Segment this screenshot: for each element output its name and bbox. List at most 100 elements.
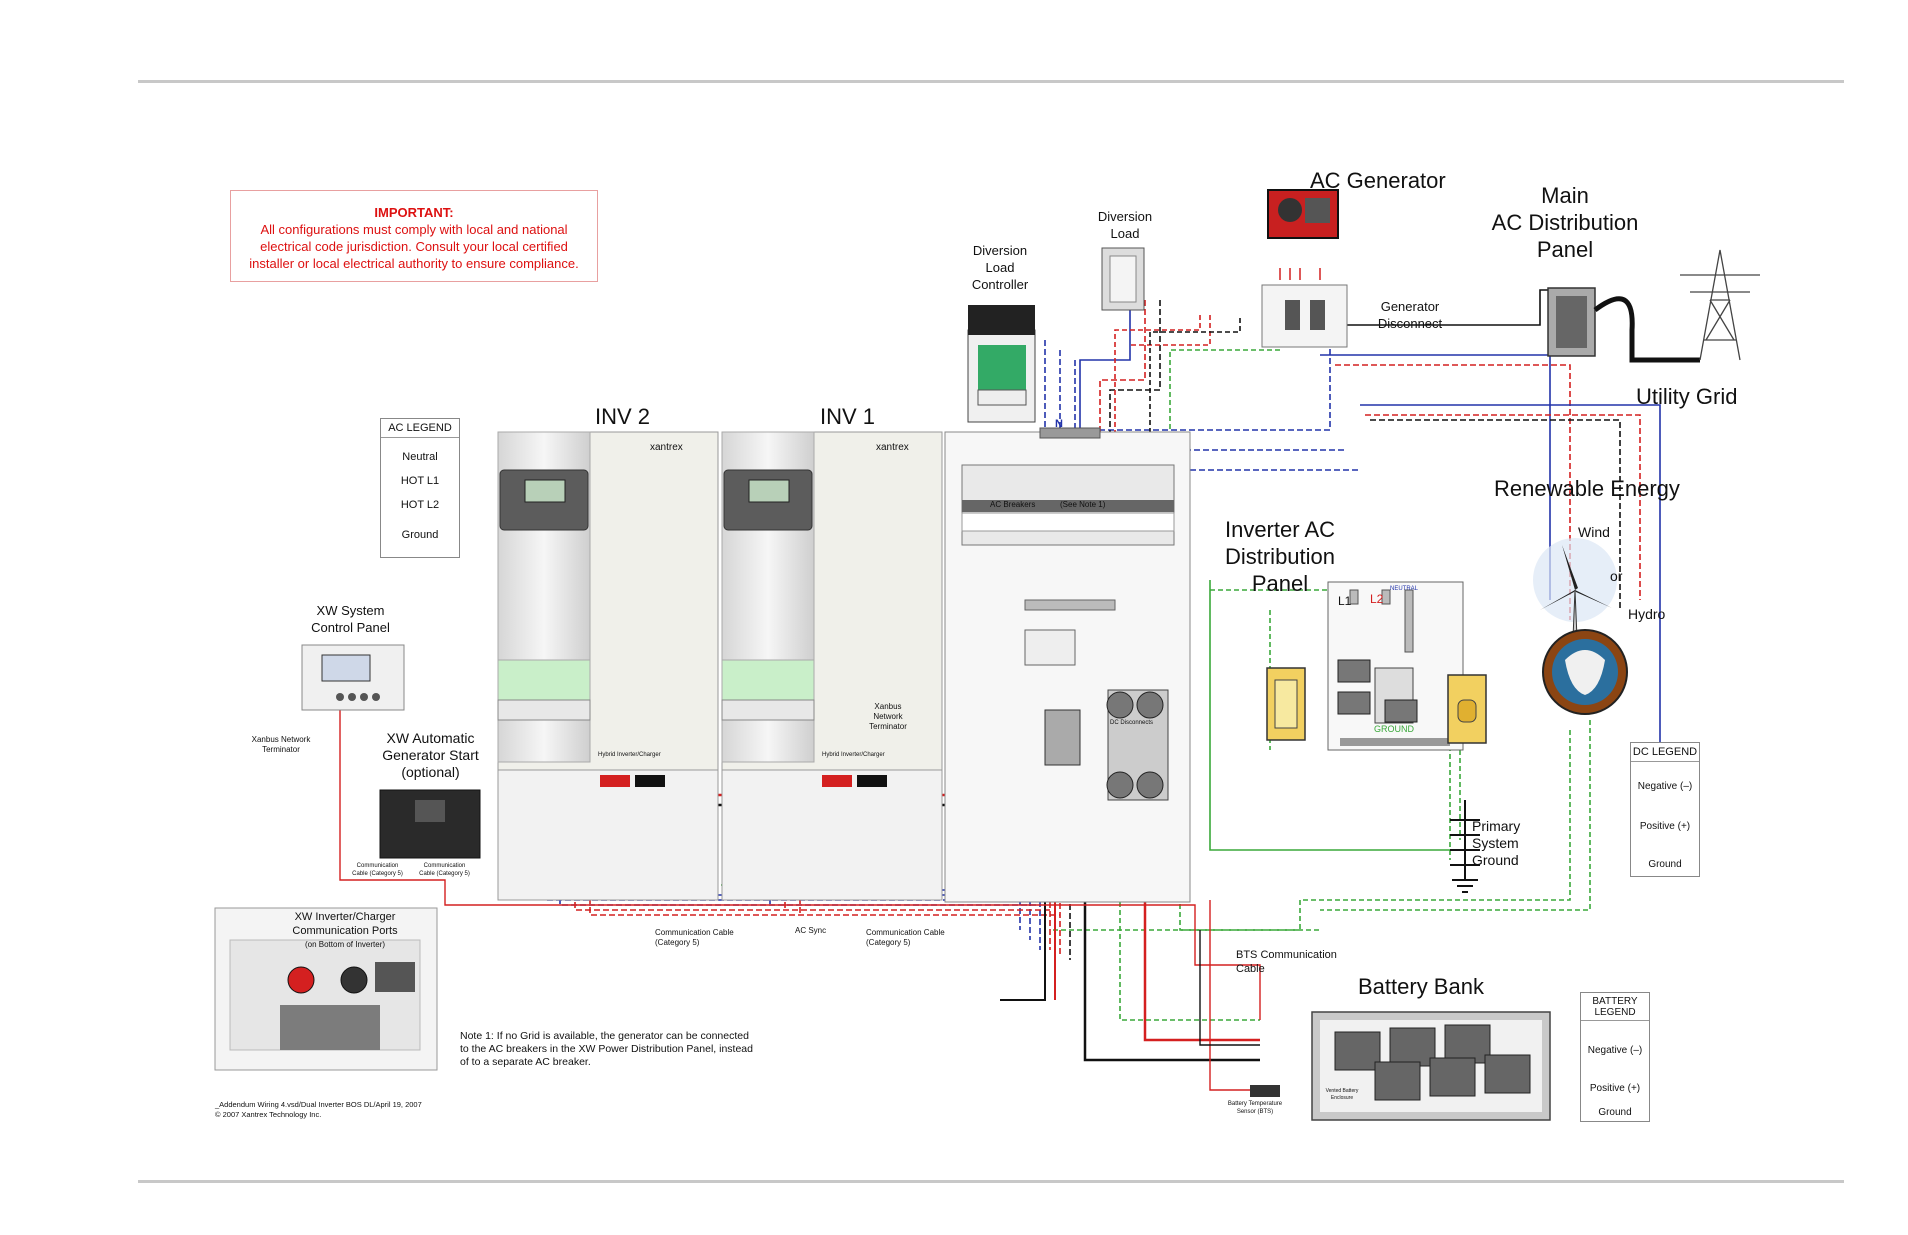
bottom-rule [138, 1180, 1844, 1183]
ac-legend-title: AC LEGEND [381, 419, 459, 438]
renewable-energy-label: Renewable Energy [1494, 476, 1680, 501]
diversion-controller-label-3: Controller [971, 277, 1029, 292]
l2-label: L2 [1370, 592, 1384, 606]
dc-legend-ground: Ground [1648, 859, 1682, 870]
comm-cable-d-2: (Category 5) [866, 938, 911, 947]
ac-generator-label: AC Generator [1310, 168, 1446, 193]
ground-bar-label: GROUND [1374, 724, 1414, 734]
inverter-2 [497, 431, 719, 901]
bts-cable-label-2: Cable [1236, 963, 1265, 975]
top-rule [138, 80, 1844, 83]
main-panel-label: Main AC Distribution Panel [1480, 182, 1650, 263]
diversion-load-label: Diversion Load [1085, 208, 1165, 242]
xantrex-logo-1: xantrex [876, 442, 909, 453]
inverter-ac-panel-label-2: Distribution [1224, 544, 1336, 569]
bts-sensor-label-1: Battery Temperature [1227, 1101, 1283, 1107]
xanbus-terminator-left-label: Xanbus Network Terminator [245, 735, 317, 755]
comm-cable-a-label: Communication Cable (Category 5) [345, 862, 410, 878]
primary-ground-label: Primary System Ground [1472, 818, 1520, 869]
ac-sync-label: AC Sync [795, 926, 827, 935]
bts-sensor-label: Battery Temperature Sensor (BTS) [1220, 1100, 1290, 1116]
note-1-line-2: to the AC breakers in the XW Power Distr… [460, 1043, 753, 1055]
ac-generator [1267, 189, 1339, 239]
inverter-ac-panel-label: Inverter AC Distribution Panel [1210, 516, 1350, 597]
l1-label: L1 [1338, 594, 1352, 608]
primary-ground-label-2: System [1472, 835, 1519, 851]
note-1-line-3: of to a separate AC breaker. [460, 1056, 591, 1068]
battery-legend-title-2: LEGEND [1581, 1007, 1649, 1021]
dc-legend: DC LEGEND Negative (–) Positive (+) Grou… [1630, 742, 1700, 877]
or-label: or [1610, 568, 1623, 584]
ags-unit [379, 789, 481, 859]
vented-enclosure-1: Vented Battery [1325, 1088, 1359, 1094]
comm-ports-label-3: (on Bottom of Inverter) [304, 940, 386, 949]
primary-ground-label-1: Primary [1472, 818, 1521, 834]
main-ac-panel [1547, 287, 1700, 363]
inv2-label: INV 2 [595, 404, 651, 429]
comm-cable-c-2: (Category 5) [655, 938, 700, 947]
important-title: IMPORTANT: [374, 205, 454, 220]
primary-ground-label-3: Ground [1472, 852, 1519, 868]
main-panel-label-1: Main [1541, 183, 1589, 208]
dc-disconnects-label: DC Disconnects [1110, 720, 1154, 726]
ac-breakers-label: AC Breakers [990, 500, 1036, 509]
important-line-1: All configurations must comply with loca… [260, 222, 568, 237]
battery-bank-label: Battery Bank [1358, 974, 1484, 999]
comm-cable-d-1: Communication Cable [866, 928, 945, 937]
outlet-right [1447, 674, 1487, 744]
important-line-2: electrical code jurisdiction. Consult yo… [260, 239, 568, 254]
primary-ground-icon [1450, 800, 1480, 893]
ac-legend-hot-l1: HOT L1 [400, 475, 440, 487]
utility-grid-label: Utility Grid [1636, 384, 1738, 409]
vented-enclosure-label: Vented Battery Enclosure [1312, 1088, 1372, 1102]
xw-control-panel [301, 644, 405, 711]
generator-disconnect-label: Generator Disconnect [1360, 298, 1460, 332]
neutral-bar-label: NEUTRAL [1390, 586, 1419, 592]
vented-enclosure-2: Enclosure [1330, 1095, 1354, 1101]
comm-cable-c-label: Communication Cable (Category 5) [655, 928, 734, 948]
power-distribution-panel [944, 427, 1191, 903]
ags-label-3: (optional) [401, 764, 460, 780]
xw-control-panel-label-1: XW System [316, 603, 385, 618]
hydro-label: Hydro [1628, 606, 1666, 622]
dc-legend-negative: Negative (–) [1637, 781, 1693, 792]
footer-line-2: © 2007 Xantrex Technology Inc. [215, 1110, 322, 1119]
inverter-ac-panel-label-1: Inverter AC [1224, 517, 1336, 542]
battery-legend: BATTERY LEGEND Negative (–) Positive (+)… [1580, 992, 1650, 1122]
inverter-1 [721, 431, 943, 901]
generator-disconnect [1261, 268, 1348, 348]
comm-cable-a-2: Cable (Category 5) [352, 871, 403, 877]
important-notice: IMPORTANT: All configurations must compl… [230, 190, 598, 282]
ac-legend: AC LEGEND Neutral HOT L1 HOT L2 Ground [380, 418, 460, 558]
xanbus-terminator-right-2: Network [873, 712, 903, 721]
battery-legend-negative: Negative (–) [1587, 1045, 1643, 1056]
xanbus-terminator-left-2: Terminator [262, 745, 300, 754]
comm-ports-label: XW Inverter/Charger Communication Ports … [265, 910, 425, 952]
xanbus-terminator-right-label: Xanbus Network Terminator [862, 702, 914, 732]
battery-legend-ground: Ground [1598, 1107, 1632, 1118]
inverter-dc-terminals [600, 775, 887, 787]
comm-cable-d-label: Communication Cable (Category 5) [866, 928, 945, 948]
inverter-ac-distribution-panel [1327, 581, 1464, 751]
comm-cable-b-2: Cable (Category 5) [419, 871, 470, 877]
footer: _Addendum Wiring 4.vsd/Dual Inverter BOS… [215, 1100, 422, 1120]
inv1-label: INV 1 [820, 404, 876, 429]
ags-label: XW Automatic Generator Start (optional) [378, 730, 483, 781]
inverter-ac-panel-label-3: Panel [1251, 571, 1309, 596]
ags-label-1: XW Automatic [386, 730, 475, 746]
battery-cells [1334, 1024, 1531, 1101]
diversion-load-label-2: Load [1110, 226, 1140, 241]
battery-legend-title-1: BATTERY [1592, 996, 1638, 1007]
diversion-controller-label-1: Diversion [972, 243, 1028, 258]
dc-legend-positive: Positive (+) [1639, 821, 1691, 832]
xantrex-logo-2: xantrex [650, 442, 683, 453]
diversion-controller-label-2: Load [985, 260, 1015, 275]
diversion-load-label-1: Diversion [1097, 209, 1153, 224]
comm-cable-b-1: Communication [423, 863, 466, 869]
bts-sensor [1250, 1085, 1280, 1097]
see-note-label: (See Note 1) [1060, 500, 1106, 509]
xanbus-terminator-left-1: Xanbus Network [251, 735, 311, 744]
xanbus-terminator-right-3: Terminator [869, 722, 907, 731]
note-1-line-1: Note 1: If no Grid is available, the gen… [460, 1030, 749, 1042]
